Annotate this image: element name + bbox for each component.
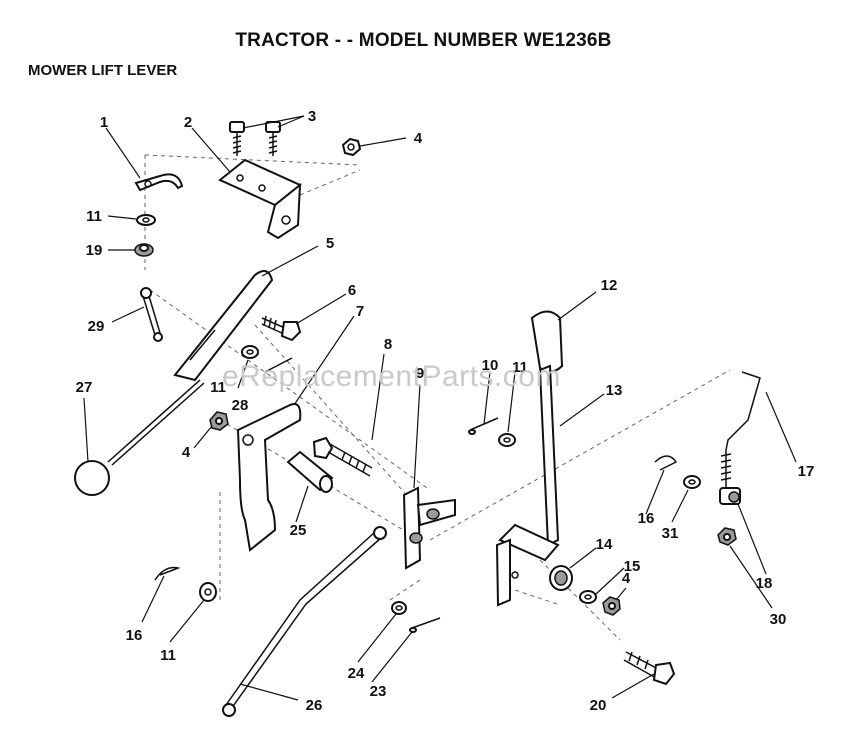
part-24-washer [391, 601, 407, 615]
callout-11-b: 11 [210, 379, 226, 396]
callout-14: 14 [596, 536, 613, 553]
part-6-bolt [261, 315, 302, 342]
callout-4: 4 [414, 130, 423, 147]
callout-30: 30 [770, 611, 787, 628]
part-4-nut-c [602, 596, 621, 616]
part-27-knob-handle [74, 379, 205, 496]
diagram-subtitle: MOWER LIFT LEVER [28, 62, 178, 79]
part-8-bolt [312, 436, 373, 477]
part-4-nut-b [209, 411, 229, 431]
watermark-text: eReplacementParts.com [222, 360, 561, 393]
callout-28: 28 [232, 397, 249, 414]
part-20-bolt [623, 651, 676, 686]
part-29-link [140, 287, 163, 342]
callout-17: 17 [798, 463, 815, 480]
part-31-washer [683, 475, 701, 489]
part-3-bolts [229, 121, 281, 156]
part-28-pin [264, 357, 293, 373]
part-2-bracket [218, 158, 302, 240]
part-26-lift-link [222, 526, 387, 717]
part-9-pivot-plate [402, 486, 456, 570]
part-13-lift-lever [495, 364, 560, 607]
callout-numbers: 1 2 3 4 11 19 5 6 29 7 27 11 28 4 8 10 1… [76, 108, 815, 714]
callout-11-d: 11 [160, 647, 176, 664]
callout-25: 25 [290, 522, 307, 539]
callout-9: 9 [416, 365, 424, 382]
part-17-adjust-rod [720, 371, 761, 488]
callout-20: 20 [590, 697, 607, 714]
callout-10: 10 [482, 357, 499, 374]
callout-29: 29 [88, 318, 105, 335]
diagram-title: TRACTOR - - MODEL NUMBER WE1236B [235, 30, 612, 51]
callout-19: 19 [86, 242, 103, 259]
part-18-trunnion [719, 487, 741, 505]
callout-27: 27 [76, 379, 93, 396]
part-11-washer-d [199, 582, 217, 602]
callout-16-b: 16 [638, 510, 655, 527]
callout-11-c: 11 [512, 359, 528, 376]
callout-13: 13 [606, 382, 623, 399]
part-4-nut [341, 137, 362, 157]
callout-11: 11 [86, 208, 102, 225]
callout-24: 24 [348, 665, 365, 682]
callout-2: 2 [184, 114, 192, 131]
callout-16: 16 [126, 627, 143, 644]
leader-lines [83, 115, 797, 701]
part-23-pin [411, 617, 441, 629]
part-11-washer-b [241, 345, 259, 359]
callout-5: 5 [326, 235, 334, 252]
part-11-washer [136, 214, 156, 226]
callout-18: 18 [756, 575, 773, 592]
callout-4-c: 4 [622, 570, 631, 587]
callout-15: 15 [624, 558, 641, 575]
part-16-hairpin-b [154, 566, 181, 581]
part-5-lift-arm [173, 270, 274, 382]
callout-23: 23 [370, 683, 387, 700]
part-14-bushing [549, 565, 573, 591]
callout-4-b: 4 [182, 444, 191, 461]
callout-1: 1 [100, 114, 108, 131]
callout-12: 12 [601, 277, 618, 294]
callout-3: 3 [308, 108, 316, 125]
callout-7: 7 [356, 303, 364, 320]
part-1-clip [134, 173, 184, 192]
callout-31: 31 [662, 525, 679, 542]
part-7-bracket [236, 403, 302, 552]
callout-8: 8 [384, 336, 392, 353]
part-16-hairpin [654, 455, 678, 471]
callout-6: 6 [348, 282, 356, 299]
part-15-washer [579, 590, 597, 604]
part-30-nut [717, 527, 737, 546]
callout-26: 26 [306, 697, 323, 714]
part-11-washer-c [498, 433, 516, 447]
part-25-spacer [286, 450, 334, 493]
